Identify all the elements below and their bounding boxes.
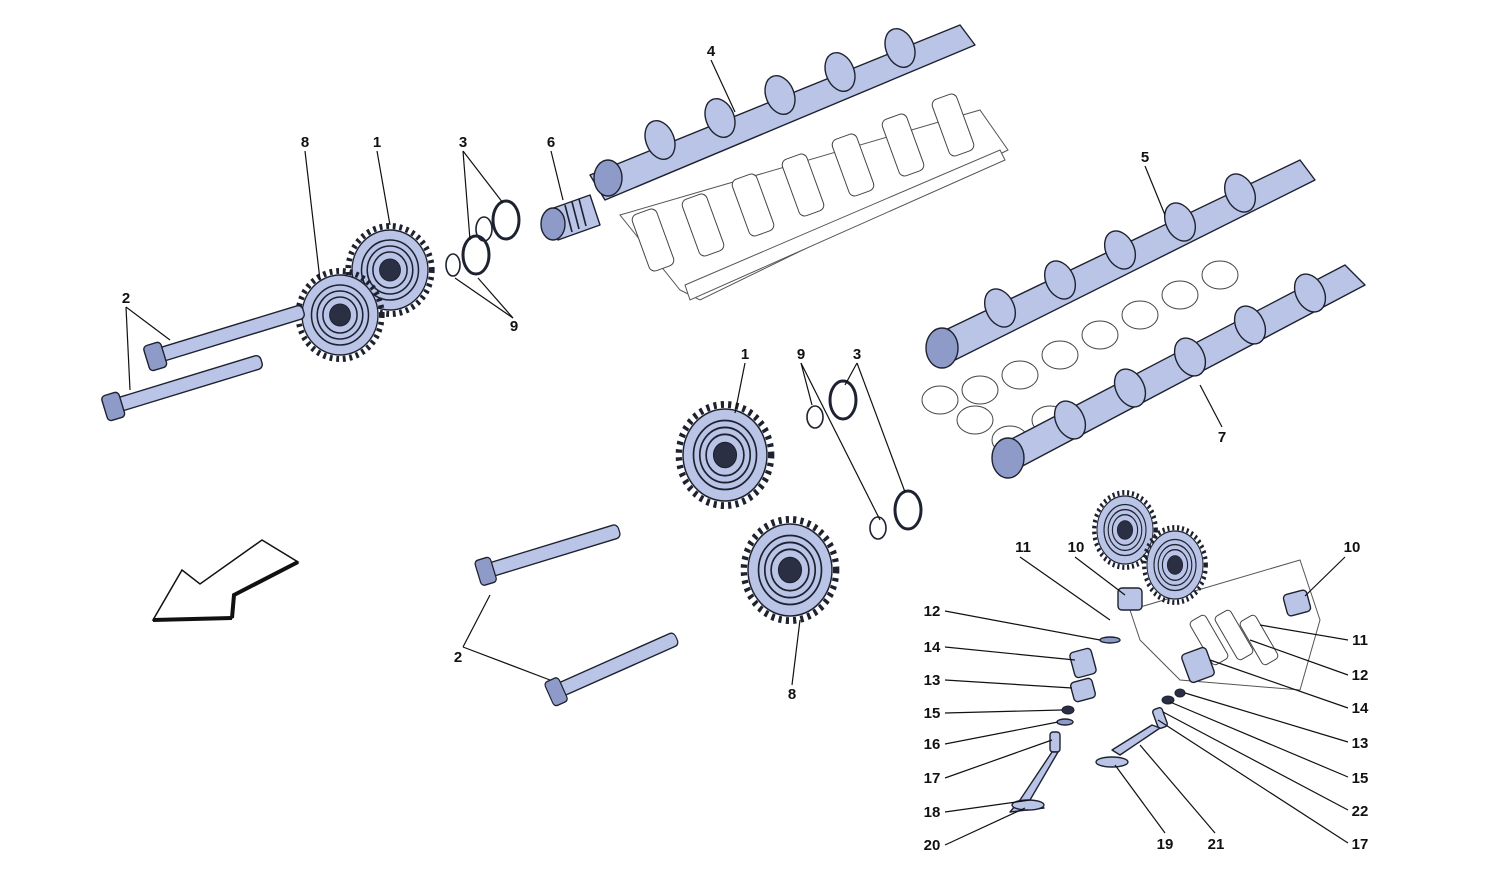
callout-15-right: 15 xyxy=(1352,770,1369,787)
callout-10-left: 10 xyxy=(1068,539,1085,556)
callout-14-left: 14 xyxy=(924,639,941,656)
callout-17-left: 17 xyxy=(924,770,941,787)
direction-arrow xyxy=(151,539,300,622)
callout-16: 16 xyxy=(924,736,941,753)
camshaft-5 xyxy=(925,159,1316,369)
bolts-upper-2 xyxy=(100,298,308,423)
callout-3-lower: 3 xyxy=(853,346,861,363)
leader-lines xyxy=(125,59,1349,846)
seal-rings-upper xyxy=(445,199,521,277)
callout-22: 22 xyxy=(1352,803,1369,820)
callout-1-lower: 1 xyxy=(741,346,749,363)
callout-15-left: 15 xyxy=(924,705,941,722)
callout-12-right: 12 xyxy=(1352,667,1369,684)
callout-6: 6 xyxy=(547,134,555,151)
callout-18: 18 xyxy=(924,804,941,821)
callout-11-left: 11 xyxy=(1015,539,1031,556)
seal-rings-lower xyxy=(806,379,923,540)
callout-14-right: 14 xyxy=(1352,700,1369,717)
lower-valve-train-assembly xyxy=(921,260,1239,455)
callout-9-lower: 9 xyxy=(797,346,805,363)
callout-2-upper: 2 xyxy=(122,290,130,307)
camshaft-4 xyxy=(589,24,976,201)
bolts-lower-2 xyxy=(473,517,683,708)
callout-5: 5 xyxy=(1141,149,1149,166)
valve-parts-stack xyxy=(1009,636,1215,813)
callout-1-upper: 1 xyxy=(373,134,381,151)
cam-phaser-lower-1 xyxy=(679,404,771,505)
camshaft-7 xyxy=(991,264,1366,479)
callout-3-upper: 3 xyxy=(459,134,467,151)
callout-labels: 1 8 3 9 4 6 2 5 7 1 9 3 8 2 11 10 10 12 … xyxy=(122,43,1369,854)
callout-9-upper: 9 xyxy=(510,318,518,335)
callout-17-right: 17 xyxy=(1352,836,1369,853)
callout-11-right: 11 xyxy=(1352,632,1368,649)
cam-phaser-lower-8 xyxy=(744,519,836,620)
callout-8-upper: 8 xyxy=(301,134,309,151)
callout-13-left: 13 xyxy=(924,672,941,689)
callout-13-right: 13 xyxy=(1352,735,1369,752)
callout-12-left: 12 xyxy=(924,603,941,620)
callout-2-lower: 2 xyxy=(454,649,462,666)
callout-20: 20 xyxy=(924,837,941,854)
upper-valve-train-assembly xyxy=(619,93,1009,301)
callout-21: 21 xyxy=(1208,836,1225,853)
inset-head-assembly xyxy=(1094,493,1321,691)
callout-8-lower: 8 xyxy=(788,686,796,703)
camshaft-seal-6 xyxy=(540,194,601,241)
callout-19: 19 xyxy=(1157,836,1174,853)
callout-7: 7 xyxy=(1218,429,1226,446)
callout-10-right: 10 xyxy=(1344,539,1361,556)
callout-4: 4 xyxy=(707,43,716,60)
